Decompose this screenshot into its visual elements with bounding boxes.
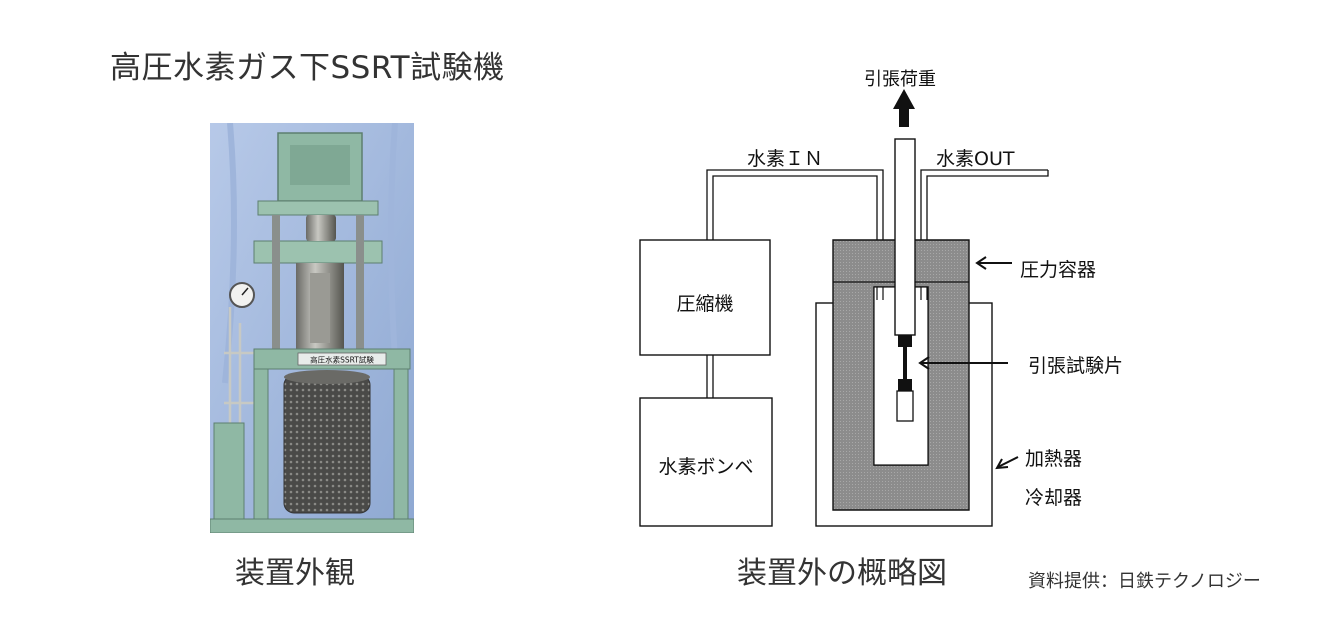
tensile-specimen xyxy=(903,347,907,379)
label-h2-in: 水素ＩＮ xyxy=(747,148,823,170)
load-arrow-icon xyxy=(893,89,915,127)
schematic-diagram: 引張荷重 水素ＩＮ 水素OUT 圧縮機 水素ボンベ 圧力容器 引張試験片 加熱器… xyxy=(639,69,1123,527)
label-pressure-vessel: 圧力容器 xyxy=(1020,259,1096,281)
page-title: 高圧水素ガス下SSRT試験機 xyxy=(110,50,505,86)
label-cooler: 冷却器 xyxy=(1025,487,1082,509)
label-heater: 加熱器 xyxy=(1025,448,1082,470)
credit-text: 資料提供：日鉄テクノロジー xyxy=(1028,571,1261,592)
label-compressor: 圧縮機 xyxy=(676,293,733,315)
label-hydrogen-cylinder: 水素ボンベ xyxy=(658,456,753,478)
chamber-mesh-cover xyxy=(283,374,371,514)
label-h2-out: 水素OUT xyxy=(936,148,1015,170)
name-plate xyxy=(297,352,387,366)
hydrogen-cylinder-box xyxy=(639,397,773,527)
compressor-box xyxy=(639,239,771,356)
label-tensile-load: 引張荷重 xyxy=(864,69,936,90)
photo-caption: 装置外観 xyxy=(235,556,355,591)
name-plate-text: 高圧水素SSRT試験 xyxy=(310,355,374,365)
apparatus-photo: 高圧水素SSRT試験 xyxy=(210,123,414,533)
label-tensile-specimen: 引張試験片 xyxy=(1028,355,1123,377)
pull-rod xyxy=(894,138,916,336)
diagram-caption: 装置外の概略図 xyxy=(737,556,947,591)
